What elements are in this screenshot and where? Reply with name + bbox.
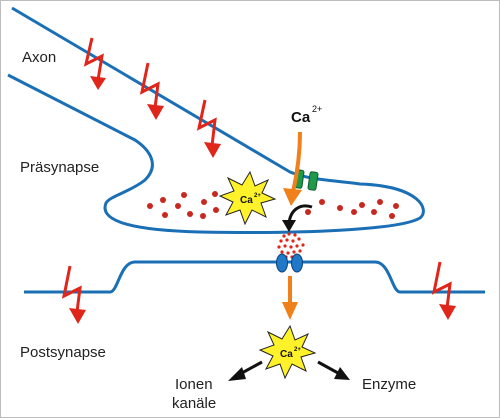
post-signal-arrowhead (282, 302, 298, 320)
release-arrowhead (282, 220, 296, 232)
calcium-star-1-label: Ca (240, 195, 253, 206)
calcium-star-1-charge: 2+ (254, 193, 261, 199)
vesicle (305, 209, 311, 215)
vesicle (175, 203, 181, 209)
vesicle (162, 212, 168, 218)
vesicle (389, 213, 395, 219)
axon-label: Axon (22, 49, 56, 66)
calcium-star-2-charge: 2+ (294, 347, 301, 353)
vesicle (200, 213, 206, 219)
vesicle (377, 199, 383, 205)
arrow-to-enzymes (317, 360, 339, 375)
neurotransmitter-release (277, 232, 305, 259)
ion-channels-label-line1: Ionen (175, 376, 213, 393)
action-potential-arrow-1 (83, 37, 106, 90)
vesicles (147, 191, 399, 219)
ion-channels-label-line2: kanäle (172, 395, 216, 412)
vesicle (319, 199, 325, 205)
arrowhead-enzymes (334, 367, 350, 380)
calcium-star-2-label: Ca (280, 349, 293, 360)
action-potential-arrow-post-right (431, 261, 456, 320)
vesicle (359, 202, 365, 208)
vesicle (371, 209, 377, 215)
action-potential-arrow-post-left (61, 265, 86, 324)
star-burst-icon (258, 324, 317, 380)
calcium-influx-arrowhead (283, 188, 302, 206)
vesicle (351, 209, 357, 215)
vesicle (213, 207, 219, 213)
presynapse-label: Präsynapse (20, 159, 99, 176)
vesicle (187, 211, 193, 217)
calcium-ion-charge: 2+ (312, 104, 322, 114)
vesicle (201, 199, 207, 205)
vesicle (212, 191, 218, 197)
action-potential-arrow-2 (139, 62, 164, 120)
presynaptic-membrane (7, 6, 425, 234)
receptor-icon (276, 253, 303, 273)
postsynaptic-membrane (24, 260, 485, 294)
vesicle (181, 192, 187, 198)
vesicle (337, 205, 343, 211)
star-burst-icon (218, 170, 277, 226)
arrowhead-ion-channels (228, 367, 246, 381)
calcium-influx-arrow (291, 131, 302, 193)
vesicle (160, 197, 166, 203)
enzymes-label: Enzyme (362, 376, 416, 393)
postsynapse-label: Postsynapse (20, 344, 106, 361)
action-potential-arrow-3 (196, 99, 221, 158)
vesicle (393, 203, 399, 209)
calcium-ion-label: Ca (291, 109, 311, 126)
vesicle (147, 203, 153, 209)
arrow-to-ion-channels (239, 360, 263, 376)
